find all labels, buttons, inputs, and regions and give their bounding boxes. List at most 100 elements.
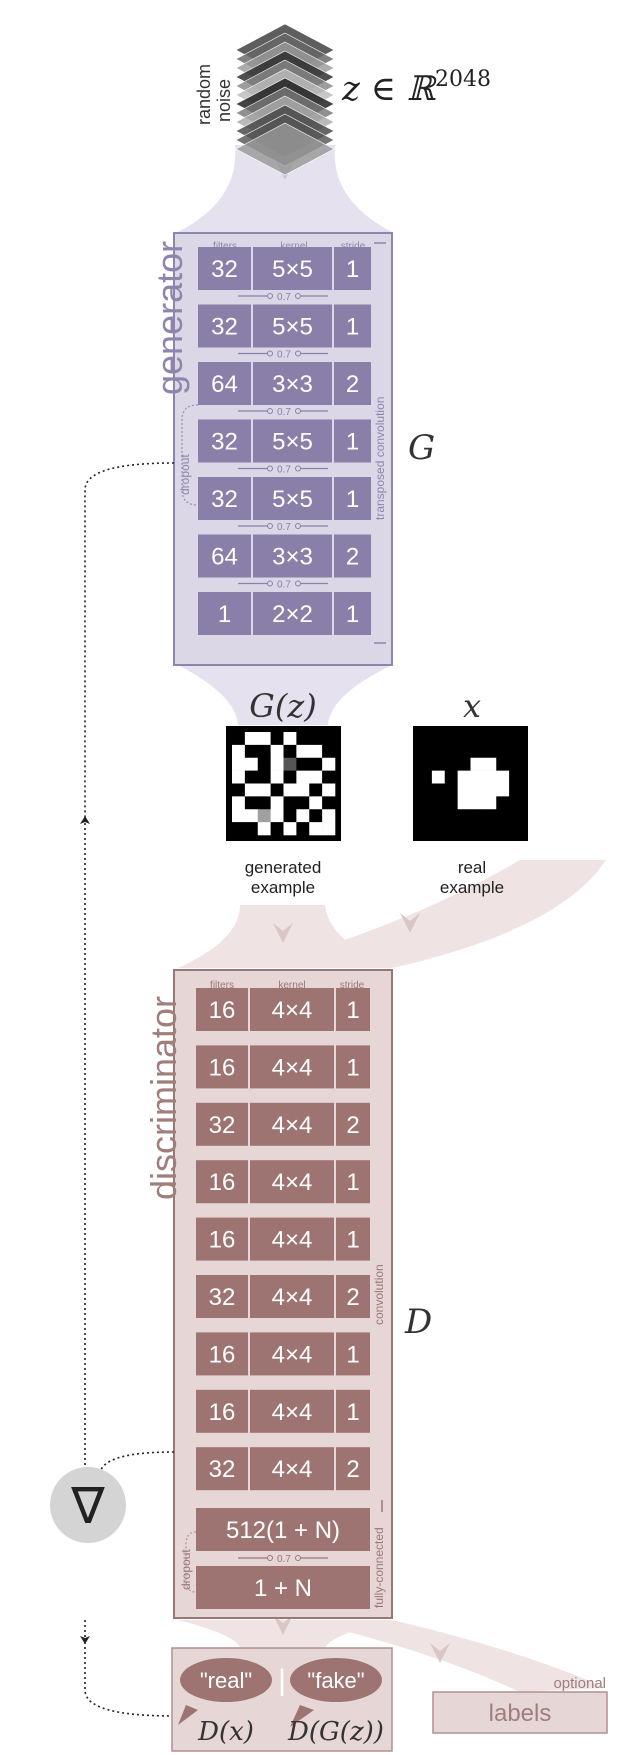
image-pixel — [457, 757, 471, 771]
image-pixel — [232, 757, 246, 771]
image-pixel — [309, 822, 323, 836]
flow-noise-to-generator — [178, 145, 392, 232]
image-pixel — [431, 770, 446, 784]
image-pixel — [270, 822, 284, 836]
image-pixel — [457, 822, 471, 836]
disc-layer-cell — [196, 1217, 248, 1261]
image-pixel — [232, 809, 246, 823]
gradient-circle — [50, 1467, 126, 1543]
image-pixel — [244, 770, 259, 784]
image-pixel — [309, 796, 323, 810]
image-pixel — [244, 757, 259, 771]
image-pixel — [296, 783, 310, 797]
image-pixel — [322, 783, 336, 797]
gen-layer-kernel-value: 5×5 — [272, 256, 313, 283]
gen-dropout-rate: 0.7 — [277, 522, 291, 533]
image-pixel — [444, 809, 458, 823]
disc-layer-kernel-value: 4×4 — [272, 1112, 313, 1139]
flow-discriminator-to-labels — [300, 1620, 606, 1692]
image-pixel — [444, 796, 458, 810]
generator-side-label: transposed convolution — [373, 397, 387, 520]
image-pixel — [322, 744, 336, 759]
image-pixel — [431, 744, 446, 759]
disc-layer-cell — [336, 988, 370, 1031]
generated-symbol: G(z) — [249, 687, 316, 725]
gen-layer-cell — [253, 362, 332, 405]
generator-symbol: G — [408, 428, 435, 468]
fake-bubble-label: "fake" — [307, 1668, 364, 1693]
disc-layer-cell — [196, 1102, 248, 1146]
disc-layer-kernel-value: 4×4 — [272, 1227, 313, 1254]
image-pixel — [257, 796, 271, 810]
image-pixel — [296, 732, 310, 746]
gen-dropout-rate: 0.7 — [277, 465, 291, 476]
disc-layer-filters-value: 16 — [209, 1341, 236, 1368]
image-pixel — [244, 783, 259, 797]
image-pixel — [270, 757, 284, 771]
discriminator-header-kernel: kernel — [278, 980, 305, 991]
gen-layer-cell — [334, 247, 371, 290]
image-pixel — [309, 809, 323, 823]
disc-layer-cell — [196, 1332, 248, 1376]
image-pixel — [419, 822, 433, 836]
gen-dropout-dot — [267, 523, 273, 529]
image-pixel — [470, 744, 484, 759]
gen-layer-cell — [253, 592, 332, 635]
disc-layer-cell — [250, 1217, 334, 1261]
random-noise-stack — [235, 23, 335, 176]
image-pixel — [470, 809, 484, 823]
real-output-math: D(x) — [197, 1717, 254, 1747]
gen-layer-cell — [334, 304, 371, 348]
image-pixel — [444, 732, 458, 746]
disc-layer-cell — [250, 1389, 334, 1433]
disc-layer-stride-value: 1 — [346, 1399, 359, 1426]
disc-layer-filters-value: 16 — [209, 1169, 236, 1196]
discriminator-fc-label: fully-connected — [372, 1527, 386, 1608]
image-pixel — [296, 809, 310, 823]
gen-layer-kernel-value: 3×3 — [272, 371, 313, 398]
gen-layer-cell — [334, 592, 371, 635]
image-pixel — [309, 744, 323, 759]
image-pixel — [283, 757, 297, 771]
gen-dropout-rate: 0.7 — [277, 580, 291, 591]
disc-layer-stride-value: 2 — [346, 1112, 359, 1139]
disc-layer-filters-value: 32 — [209, 1456, 236, 1483]
gen-layer-cell — [253, 304, 332, 348]
disc-dropout-dot — [267, 1555, 273, 1561]
image-pixel — [470, 732, 484, 746]
disc-layer-filters-value: 16 — [209, 1399, 236, 1426]
disc-layer-cell — [250, 1160, 334, 1204]
image-pixel — [232, 732, 246, 746]
real-bubble-tail — [178, 1705, 198, 1725]
generator-dropout-markers: 0.70.70.70.70.70.7 — [238, 292, 328, 591]
generator-header-kernel: kernel — [280, 241, 307, 252]
image-pixel — [483, 744, 497, 759]
image-pixel — [270, 770, 284, 784]
flow-chevron-2 — [273, 923, 293, 943]
disc-dropout-bracket — [185, 1531, 197, 1593]
gen-layer-filters-value: 64 — [211, 544, 238, 571]
image-pixel — [483, 770, 497, 784]
gen-layer-kernel-value: 2×2 — [272, 601, 313, 628]
image-pixel — [419, 783, 433, 797]
image-pixel — [232, 822, 246, 836]
gen-dropout-dot — [267, 408, 273, 414]
disc-layer-filters-value: 16 — [209, 1227, 236, 1254]
gen-layer-stride-value: 2 — [346, 544, 359, 571]
gen-layer-cell — [334, 419, 371, 463]
disc-layer-cell — [196, 1045, 248, 1089]
gen-dropout-dot — [267, 465, 273, 472]
image-pixel — [309, 783, 323, 797]
image-pixel — [483, 822, 497, 836]
image-pixel — [283, 796, 297, 810]
image-pixel — [419, 732, 433, 746]
disc-layer-cell — [250, 1102, 334, 1146]
noise-label-noise: noise — [214, 79, 234, 122]
image-pixel — [509, 757, 523, 771]
image-pixel — [496, 822, 510, 836]
image-pixel — [309, 732, 323, 746]
disc-layer-stride-value: 1 — [346, 1227, 359, 1254]
flow-chevron-3 — [400, 913, 420, 933]
image-pixel — [509, 732, 523, 746]
